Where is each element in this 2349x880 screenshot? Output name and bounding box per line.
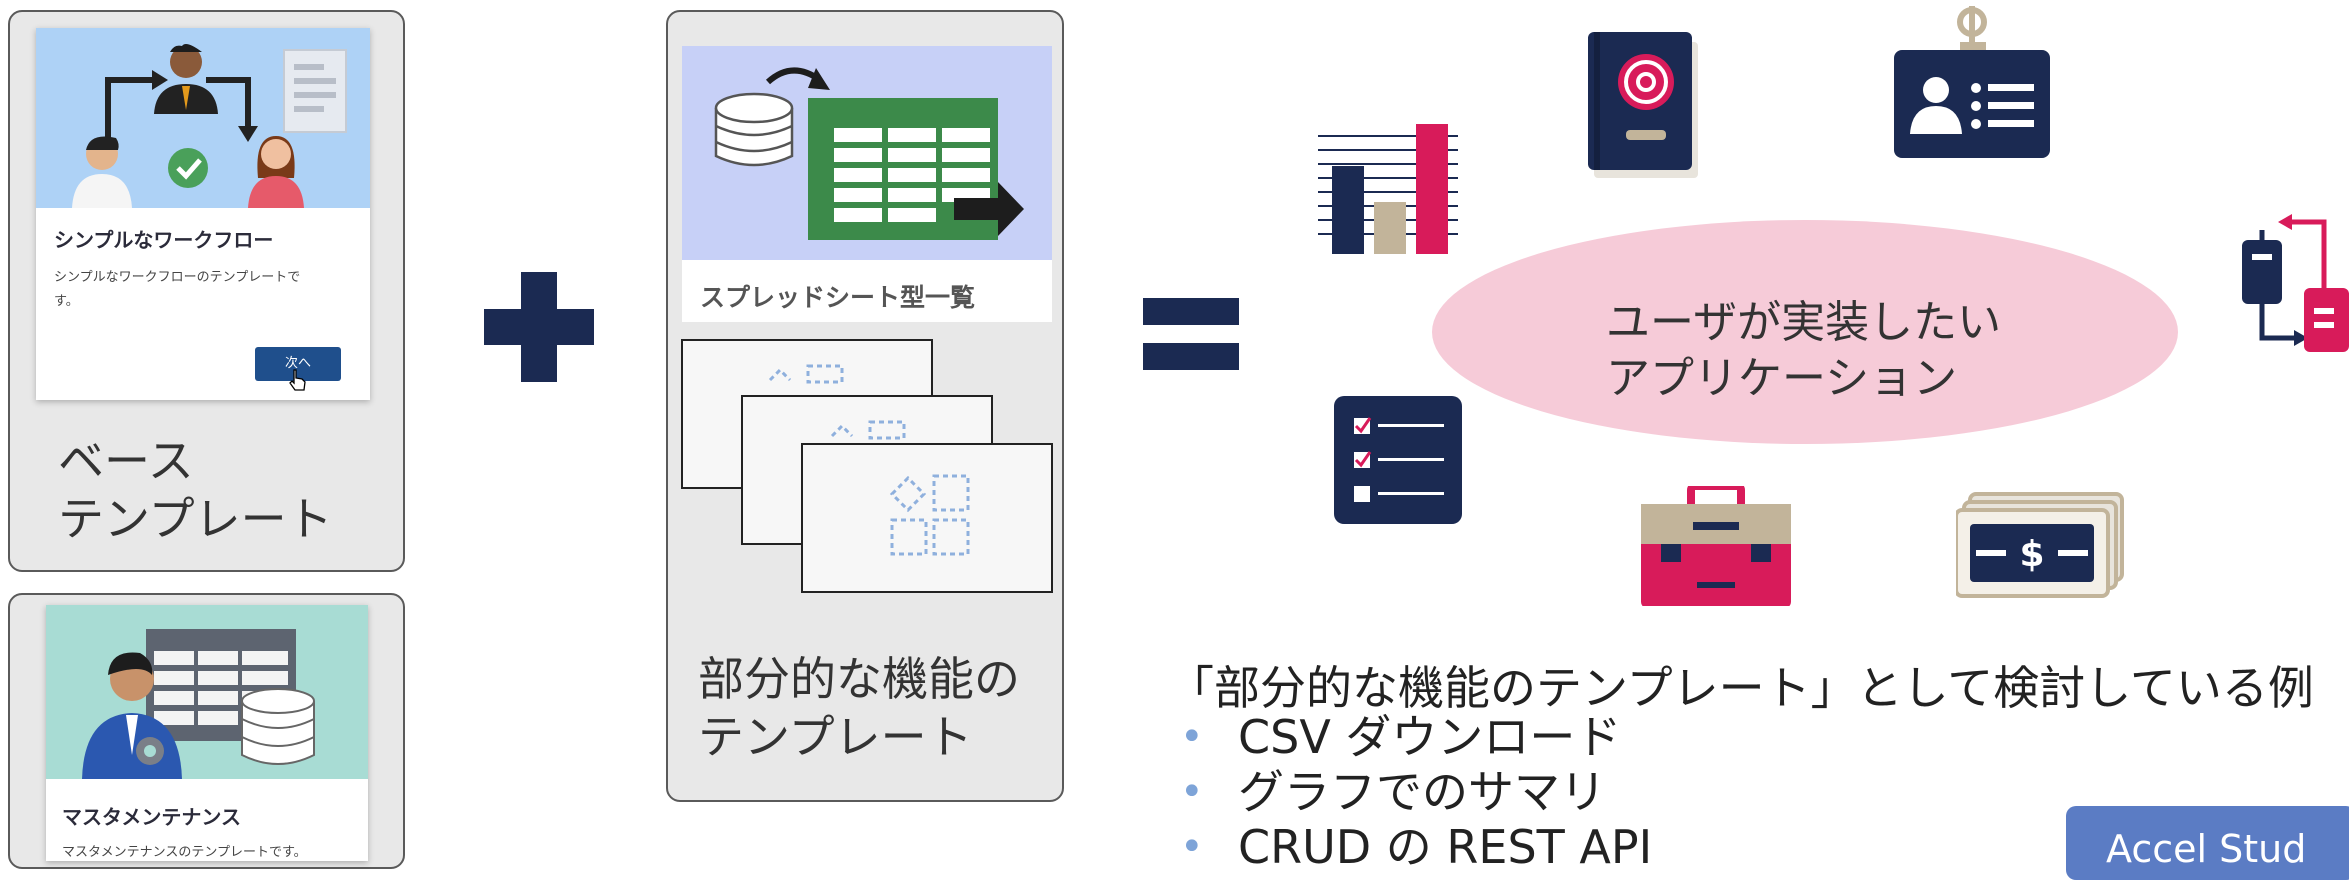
spreadsheet-card-title: スプレッドシート型一覧 (700, 283, 976, 312)
next-button[interactable]: 次へ (255, 347, 341, 381)
email-book-icon (1588, 32, 1698, 178)
target-application-ellipse (1432, 220, 2178, 444)
base-template-panel: シンプルなワークフロー シンプルなワークフローのテンプレートで す。 次へ ベー… (8, 10, 405, 572)
spreadsheet-template-card: スプレッドシート型一覧 (682, 46, 1052, 322)
workflow-card-title: シンプルなワークフロー (54, 228, 274, 252)
flow-icon (2242, 214, 2349, 352)
master-card-title: マスタメンテナンス (62, 805, 241, 829)
money-icon: $ (1956, 492, 2124, 598)
example-item-graph: グラフでのサマリ (1168, 765, 1652, 820)
badge-label: Accel Stud (2106, 827, 2307, 871)
master-illustration (46, 605, 368, 779)
partial-template-panel: スプレッドシート型一覧 部分的な機能の テンプレート (666, 10, 1064, 802)
equals-icon (1143, 298, 1239, 370)
partial-template-caption-line1: 部分的な機能の (698, 652, 1020, 706)
toolbox-icon (1641, 486, 1791, 606)
cursor-hand-icon (289, 369, 306, 391)
workflow-illustration (36, 28, 370, 208)
base-template-caption-line2: テンプレート (58, 492, 333, 546)
bar-chart-icon (1318, 124, 1458, 254)
master-card-desc: マスタメンテナンスのテンプレートです。 (62, 845, 307, 860)
example-item-csv: CSV ダウンロード (1168, 710, 1652, 765)
master-template-card: マスタメンテナンス マスタメンテナンスのテンプレートです。 (46, 605, 368, 861)
spreadsheet-illustration (682, 46, 1052, 260)
examples-heading: 「部分的な機能のテンプレート」として検討している例 (1168, 661, 2314, 715)
workflow-template-card: シンプルなワークフロー シンプルなワークフローのテンプレートで す。 次へ (36, 28, 370, 400)
layout-stack-illustration (681, 339, 1053, 593)
id-badge-icon (1894, 6, 2050, 158)
master-template-panel: マスタメンテナンス マスタメンテナンスのテンプレートです。 (8, 593, 405, 869)
center-label-line2: アプリケーション (1606, 353, 1958, 404)
base-template-caption-line1: ベース (58, 434, 194, 488)
checklist-icon (1334, 396, 1462, 524)
example-item-rest: CRUD の REST API (1168, 820, 1652, 875)
plus-icon (484, 272, 594, 382)
center-label-line1: ユーザが実装したい (1606, 297, 2002, 348)
next-button-label: 次へ (284, 356, 311, 371)
examples-list: CSV ダウンロード グラフでのサマリ CRUD の REST API (1168, 710, 1652, 875)
partial-template-caption-line2: テンプレート (698, 710, 973, 764)
accel-studio-badge: Accel Stud (2066, 806, 2349, 880)
workflow-card-desc-line2: す。 (54, 294, 79, 309)
workflow-card-desc-line1: シンプルなワークフローのテンプレートで (54, 270, 301, 285)
svg-text:$: $ (2019, 534, 2044, 575)
